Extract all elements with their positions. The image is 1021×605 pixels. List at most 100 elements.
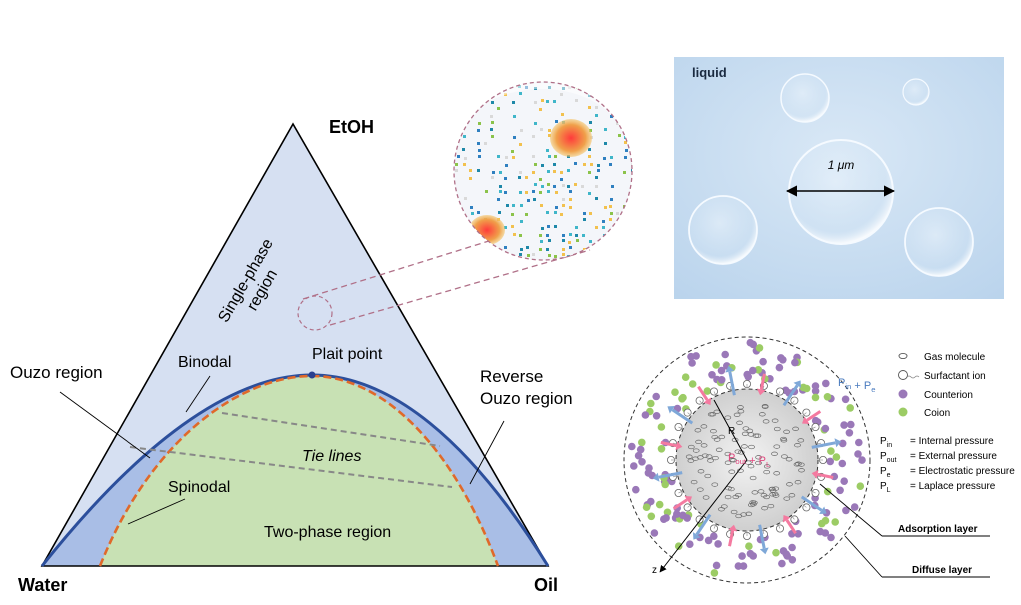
molecule — [553, 185, 556, 188]
molecule — [470, 206, 473, 209]
molecule — [623, 241, 626, 244]
molecule — [519, 143, 522, 146]
molecule — [561, 113, 564, 116]
coion — [710, 569, 719, 577]
gas-molecule — [783, 496, 791, 501]
counterion — [673, 510, 681, 518]
molecule — [532, 135, 535, 138]
molecule — [534, 122, 537, 125]
counterion — [826, 457, 834, 466]
molecule — [469, 169, 472, 172]
molecule — [548, 155, 551, 158]
coion — [827, 447, 835, 455]
molecule — [532, 171, 535, 174]
molecule — [555, 206, 558, 209]
molecule — [548, 129, 551, 132]
adsorption-layer-boundary — [675, 388, 819, 532]
molecule — [590, 163, 593, 166]
molecule — [520, 204, 523, 207]
molecule — [611, 185, 614, 188]
molecule — [539, 248, 542, 251]
molecule — [610, 240, 613, 243]
pressure-in-arrow-head — [834, 438, 842, 448]
coion — [712, 361, 720, 369]
molecule — [623, 246, 626, 249]
legend-gas: Gas molecule — [898, 352, 986, 363]
counterion — [683, 514, 691, 522]
molecule — [562, 234, 565, 237]
nanobubble — [902, 78, 930, 106]
molecule — [477, 101, 480, 104]
molecule — [595, 114, 598, 117]
molecule — [539, 178, 542, 181]
molecule — [562, 239, 565, 242]
gas-molecule — [713, 409, 721, 414]
molecule — [617, 246, 620, 249]
molecule — [526, 246, 529, 249]
counterion — [822, 379, 830, 388]
molecule — [497, 198, 500, 201]
molecule — [553, 170, 556, 173]
molecule — [610, 115, 613, 118]
molecule — [632, 99, 635, 102]
legend-counterion-text: Counterion — [924, 390, 973, 401]
gas-molecule — [798, 468, 805, 473]
gas-molecule — [758, 412, 766, 417]
counterion — [842, 506, 850, 515]
coion — [671, 388, 679, 397]
gas-molecule — [687, 458, 695, 463]
gas-molecule — [767, 503, 775, 509]
molecule — [632, 177, 635, 180]
molecule — [456, 114, 459, 117]
nanobubble — [904, 207, 974, 277]
molecule — [632, 142, 635, 145]
molecule — [560, 171, 563, 174]
molecule — [457, 155, 460, 158]
gas-molecule — [773, 426, 781, 432]
counterion — [827, 533, 835, 542]
pressure-out-arrow-head — [703, 397, 711, 405]
coion — [745, 542, 753, 550]
molecule — [560, 178, 563, 181]
gas-molecule — [747, 432, 755, 437]
ouzo-leader — [59, 391, 151, 459]
gas-molecule — [704, 473, 712, 479]
oil-droplet — [550, 119, 592, 157]
molecule — [539, 108, 542, 111]
counterion — [743, 370, 751, 379]
molecule — [610, 212, 613, 215]
molecule — [575, 99, 578, 102]
counterion — [749, 366, 757, 375]
counterion — [647, 497, 655, 506]
counterion — [660, 515, 668, 523]
molecule — [616, 227, 619, 230]
molecule — [595, 197, 598, 200]
pressure-in-arrow-head — [725, 365, 735, 373]
definition-text-3: = Laplace pressure — [910, 481, 996, 492]
molecule — [477, 129, 480, 132]
molecule — [625, 149, 628, 152]
molecule — [547, 183, 550, 186]
pressure-out-arrow — [697, 385, 709, 401]
gas-molecule — [747, 464, 755, 469]
coion — [846, 404, 854, 412]
counterion — [840, 421, 848, 429]
molecule — [623, 129, 626, 132]
molecule — [604, 206, 607, 209]
reverse-ouzo-leader — [469, 420, 505, 485]
counterion — [847, 420, 855, 429]
gas-molecule — [695, 439, 702, 445]
molecule — [512, 204, 515, 207]
gas-molecule — [685, 454, 693, 459]
gas-molecule — [724, 451, 732, 457]
molecule — [492, 171, 495, 174]
gas-molecule — [781, 454, 788, 459]
pressure-in-arrow-head — [667, 406, 675, 414]
molecule — [532, 155, 535, 158]
molecule — [616, 100, 619, 103]
pressure-out-arrow — [672, 498, 688, 510]
molecule — [560, 213, 563, 216]
pressure-in-arrow-head — [793, 380, 801, 388]
counterion — [855, 438, 863, 447]
